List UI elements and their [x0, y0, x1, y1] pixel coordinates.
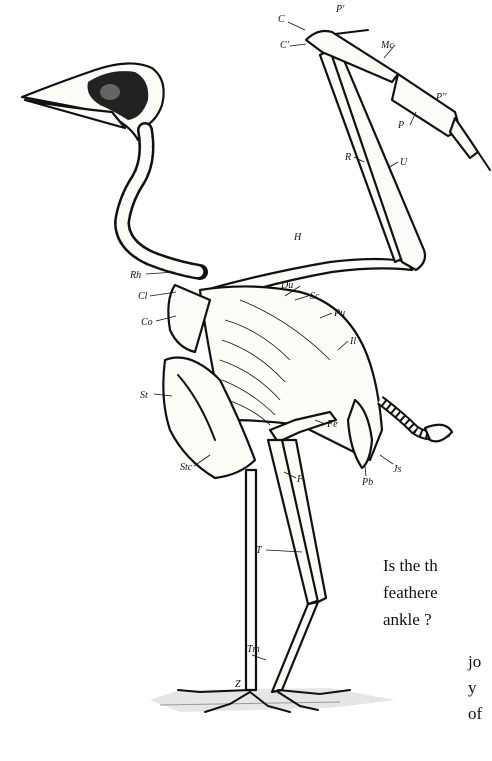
- label-U: U: [400, 157, 408, 168]
- text-line-2: feathere: [383, 579, 438, 606]
- label-C1: C': [280, 40, 290, 51]
- label-Il: Il: [349, 336, 356, 347]
- label-F: F: [296, 474, 304, 485]
- text-line-6: of: [468, 700, 482, 727]
- label-Z: Z: [235, 679, 241, 690]
- label-R: R: [344, 152, 351, 163]
- text-line-1: Is the th: [383, 552, 438, 579]
- label-Mc: Mc: [380, 40, 394, 51]
- label-St: St: [140, 390, 148, 401]
- label-Co: Co: [141, 317, 153, 328]
- label-Rh: Rh: [129, 270, 141, 281]
- label-Pu: Pu: [333, 308, 345, 319]
- label-Pb: Pb: [361, 477, 373, 488]
- label-Js: Js: [393, 464, 401, 475]
- label-Tm: Tm: [247, 644, 260, 655]
- label-C: C: [278, 14, 285, 25]
- label-P: P: [397, 120, 404, 131]
- label-Stc: Stc: [180, 462, 193, 473]
- body-skeleton: [163, 285, 452, 478]
- text-line-3: ankle ?: [383, 606, 432, 633]
- wing-bones: [205, 30, 490, 302]
- label-Du: Du: [280, 280, 293, 291]
- label-Sc: Sc: [310, 291, 320, 302]
- label-P2: P'': [435, 92, 447, 103]
- text-line-4: jo: [468, 648, 481, 675]
- label-Cl: Cl: [138, 291, 148, 302]
- label-T: T: [256, 545, 263, 556]
- label-P1: P': [335, 4, 345, 15]
- label-Fe: Fe: [326, 419, 338, 430]
- text-line-5: y: [468, 674, 477, 701]
- label-H: H: [293, 232, 302, 243]
- cervical-vertebrae: [122, 130, 200, 272]
